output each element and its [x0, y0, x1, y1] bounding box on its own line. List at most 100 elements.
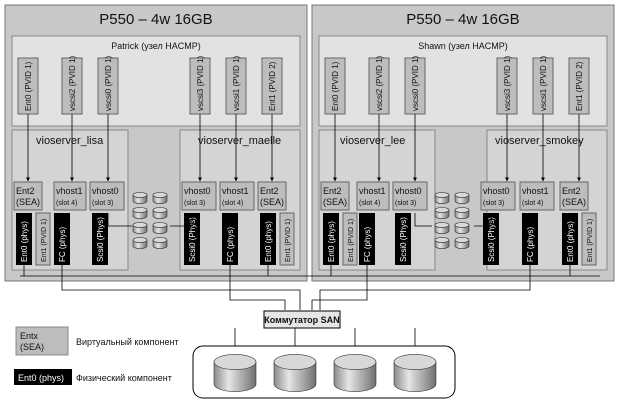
- physical-adapter: [222, 213, 238, 265]
- pvid-adapter-label: Ent1 (PVID 1): [285, 219, 292, 262]
- physical-adapters-lee: Ent0 (phys) Ent1 (PVID 1) FC (phys) Scsi…: [323, 212, 411, 266]
- physical-adapter-label: Scsi0 (Phys): [399, 217, 408, 262]
- virtual-adapter: [559, 181, 589, 211]
- legend: Entx (SEA) Виртуальный компонент Ent0 (p…: [14, 326, 179, 385]
- virtual-adapter: [257, 181, 287, 211]
- internal-disk: [454, 237, 470, 249]
- legend-virtual-swatch: [15, 326, 69, 356]
- virtual-adapter: [480, 181, 516, 211]
- internal-disk: [132, 192, 148, 204]
- physical-adapter-label: Ent0 (phys): [566, 221, 575, 262]
- client-adapter-label: vscsi2 (PVID 1): [375, 56, 384, 111]
- virtual-adapter-sub: (SEA): [16, 197, 40, 207]
- physical-adapter-label: Scsi0 (Phys): [188, 217, 197, 262]
- internal-disk: [152, 222, 168, 234]
- virtual-adapter-sub: (slot 4): [359, 200, 380, 207]
- internal-disk: [434, 192, 450, 204]
- virtual-adapter: [519, 181, 555, 211]
- client-adapter-label: vscsi2 (PVID 1): [68, 56, 77, 111]
- pvid-adapter: [581, 212, 597, 266]
- physical-adapter: [54, 213, 70, 265]
- physical-adapter-label: Ent0 (phys): [20, 221, 29, 262]
- virtual-adapter-sub: (slot 4): [56, 200, 77, 207]
- virtual-adapter-name: vhost0: [92, 186, 119, 196]
- internal-disk: [152, 207, 168, 219]
- internal-disk-stack-left: [132, 192, 168, 249]
- legend-virtual-label: Виртуальный компонент: [76, 337, 179, 347]
- virtual-adapters-lisa: Ent2 (SEA) vhost1 (slot 4) vhost0 (slot …: [13, 181, 125, 211]
- virtual-adapter: [392, 181, 428, 211]
- internal-disk: [132, 207, 148, 219]
- internal-disk-stack-right: [434, 192, 470, 249]
- virtual-adapter: [89, 181, 125, 211]
- physical-adapter-label: Ent0 (phys): [264, 221, 273, 262]
- pvid-adapter: [279, 212, 295, 266]
- virtual-adapter-sub: (slot 3): [483, 200, 504, 207]
- internal-disk: [454, 222, 470, 234]
- virtual-adapter-sub: (slot 4): [222, 200, 243, 207]
- virtual-adapter-name: vhost0: [483, 186, 510, 196]
- san-disk: [273, 354, 317, 392]
- client-adapter-label: Ent0 (PVID 1): [24, 61, 33, 111]
- pvid-adapter-label: Ent1 (PVID 1): [41, 219, 48, 262]
- server-title: P550 – 4w 16GB: [99, 11, 212, 28]
- vios-name: vioserver_smokey: [495, 135, 584, 147]
- legend-physical-label: Физический компонент: [76, 373, 172, 383]
- virtual-adapter-name: vhost1: [222, 186, 249, 196]
- physical-adapter-label: Ent0 (phys): [327, 221, 336, 262]
- client-adapters-right: Ent0 (PVID 1) vscsi2 (PVID 1) vscsi0 (PV…: [324, 56, 590, 115]
- internal-disk: [454, 207, 470, 219]
- virtual-adapter-name: Ent2: [323, 186, 342, 196]
- pvid-adapter-label: Ent1 (PVID 1): [587, 219, 594, 262]
- server-title: P550 – 4w 16GB: [406, 11, 519, 28]
- virtual-adapter-sub: (SEA): [323, 197, 347, 207]
- physical-adapter: [395, 213, 411, 265]
- internal-disk: [132, 222, 148, 234]
- virtual-adapter-sub: (slot 3): [395, 200, 416, 207]
- client-adapter-label: vscsi1 (PVID 1): [539, 56, 548, 111]
- physical-adapters-maelle: Scsi0 (Phys) FC (phys) Ent0 (phys) Ent1 …: [184, 212, 295, 266]
- san-switch: Коммутатор SAN: [263, 310, 341, 329]
- virtual-adapter-name: Ent2: [260, 186, 279, 196]
- physical-adapter-label: FC (phys): [226, 227, 235, 262]
- client-adapter-label: vscsi0 (PVID 1): [104, 56, 113, 111]
- san-disk: [333, 354, 377, 392]
- legend-virtual-sample: Entx: [20, 331, 39, 341]
- physical-adapter: [359, 213, 375, 265]
- client-adapter-label: vscsi3 (PVID 1): [196, 56, 205, 111]
- vios-name: vioserver_lee: [340, 135, 405, 147]
- client-adapters-left: Ent0 (PVID 1) vscsi2 (PVID 1) vscsi0 (PV…: [17, 56, 283, 115]
- virtual-adapters-maelle: vhost0 (slot 3) vhost1 (slot 4) Ent2 (SE…: [181, 181, 287, 211]
- virtual-adapter: [356, 181, 390, 211]
- internal-disk: [434, 237, 450, 249]
- virtual-adapter-name: Ent2: [562, 186, 581, 196]
- san-disk: [213, 354, 257, 392]
- san-storage: [192, 345, 456, 399]
- physical-adapter-label: Scsi0 (Phys): [96, 217, 105, 262]
- legend-physical-sample: Ent0 (phys): [18, 373, 64, 383]
- physical-adapter-label: FC (phys): [58, 227, 67, 262]
- hacmp-node-label: Shawn (узел HACMP): [418, 41, 508, 51]
- internal-disk: [454, 192, 470, 204]
- legend-virtual-sample-sub: (SEA): [20, 342, 44, 352]
- pvid-adapter-label: Ent1 (PVID 1): [348, 219, 355, 262]
- legend-physical-swatch: [14, 369, 72, 385]
- client-adapter-label: Ent1 (PVID 2): [268, 61, 277, 111]
- pvid-adapter: [342, 212, 358, 266]
- virtual-adapter: [13, 181, 43, 211]
- internal-disk: [434, 222, 450, 234]
- virtual-adapter: [53, 181, 87, 211]
- physical-adapter: [562, 213, 578, 265]
- internal-disk: [434, 207, 450, 219]
- physical-adapter-label: FC (phys): [363, 227, 372, 262]
- physical-adapter-label: FC (phys): [526, 227, 535, 262]
- virtual-adapter: [181, 181, 217, 211]
- hacmp-node-label: Patrick (узел HACMP): [111, 41, 201, 51]
- virtual-adapter-name: vhost0: [395, 186, 422, 196]
- client-adapter-label: Ent1 (PVID 2): [575, 61, 584, 111]
- virtual-adapter-sub: (slot 3): [184, 200, 205, 207]
- virtual-adapters-lee: Ent2 (SEA) vhost1 (slot 4) vhost0 (slot …: [320, 181, 428, 211]
- virtual-adapter-name: vhost0: [184, 186, 211, 196]
- virtual-adapter: [219, 181, 255, 211]
